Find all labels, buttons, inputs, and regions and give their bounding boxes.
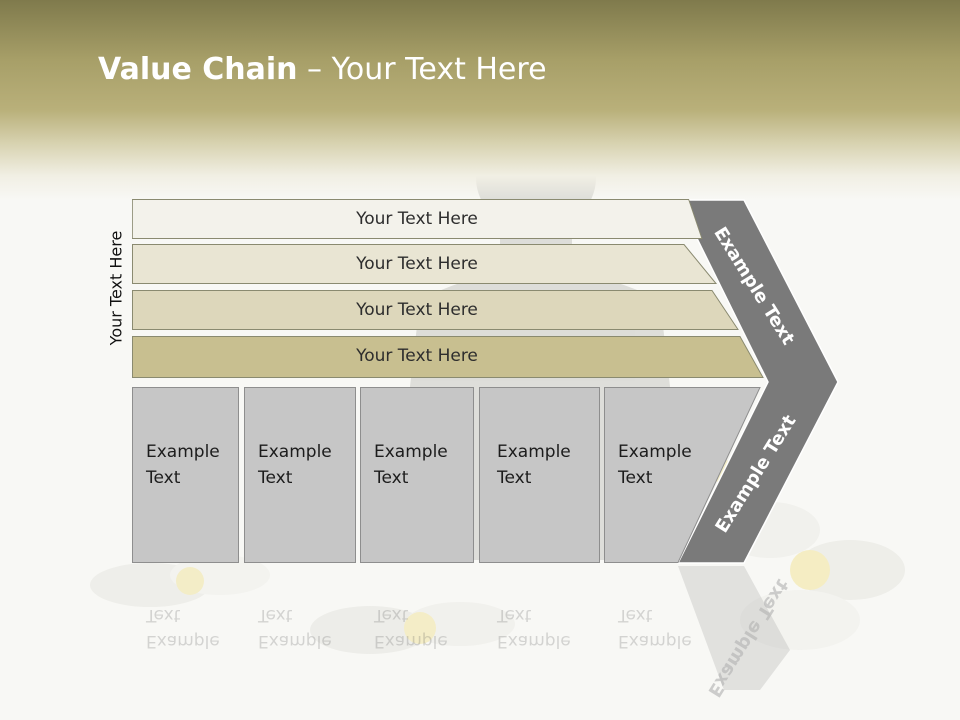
box-2-line1: Example: [258, 442, 332, 462]
bar-2-label: Your Text Here: [356, 254, 478, 274]
box-2-line2: Text: [258, 468, 293, 488]
box-5-reflection-label: Example Text: [618, 602, 692, 654]
slide-title-rest: – Your Text Here: [297, 52, 547, 87]
bar-2-shape: [132, 244, 718, 284]
box-2-reflection: Example Text: [244, 570, 356, 690]
box-2-reflection-line1: Example: [258, 631, 332, 651]
box-3-line2: Text: [374, 468, 409, 488]
box-5-reflection: Example Text: [604, 570, 724, 690]
box-2-reflection-line2: Text: [258, 605, 293, 625]
bar-3-shape: [132, 290, 739, 330]
box-1-line2: Text: [146, 468, 181, 488]
box-5-line1: Example: [618, 442, 692, 462]
box-1-line1: Example: [146, 442, 220, 462]
box-4-reflection: Example Text: [479, 570, 600, 690]
chevron-shape: [676, 199, 839, 564]
box-3-reflection-label: Example Text: [374, 602, 448, 654]
box-4-reflection-line2: Text: [497, 605, 532, 625]
box-5-reflection-line1: Example: [618, 631, 692, 651]
box-3-line1: Example: [374, 442, 448, 462]
box-5-line2: Text: [618, 468, 653, 488]
box-5-reflection-line2: Text: [618, 605, 653, 625]
box-4-line2: Text: [497, 468, 532, 488]
box-3-reflection: Example Text: [360, 570, 474, 690]
bar-1-label: Your Text Here: [356, 209, 478, 229]
box-3-reflection-line1: Example: [374, 631, 448, 651]
bar-3-label: Your Text Here: [356, 300, 478, 320]
box-2-reflection-label: Example Text: [258, 602, 332, 654]
box-4-reflection-line1: Example: [497, 631, 571, 651]
slide-title: Value Chain – Your Text Here: [98, 52, 547, 87]
box-1-reflection-label: Example Text: [146, 602, 220, 654]
box-1-reflection-line2: Text: [146, 605, 181, 625]
bar-4-shape: [132, 336, 764, 378]
box-1-reflection: Example Text: [132, 570, 240, 690]
box-4-line1: Example: [497, 442, 571, 462]
slide-title-bold: Value Chain: [98, 52, 298, 87]
bar-1-shape: [132, 199, 703, 239]
bar-4-label: Your Text Here: [356, 346, 478, 366]
box-4-reflection-label: Example Text: [497, 602, 571, 654]
box-1-reflection-line1: Example: [146, 631, 220, 651]
chevron-reflection: [678, 566, 790, 690]
box-3-reflection-line2: Text: [374, 605, 409, 625]
header-band: [0, 0, 960, 200]
